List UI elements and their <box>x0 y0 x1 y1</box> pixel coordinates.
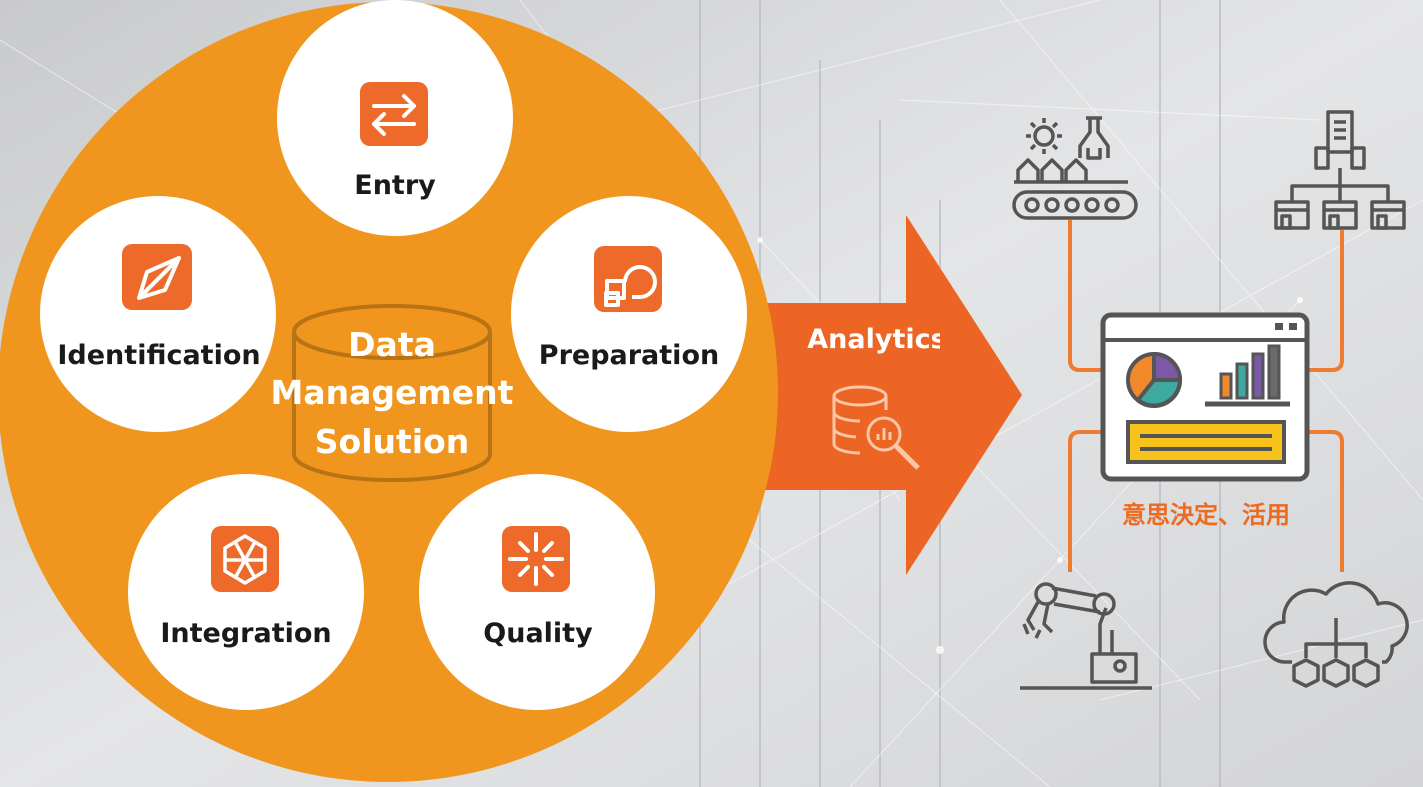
pie-chart-icon <box>1126 351 1183 408</box>
svg-text:意思決定、活用: 意思決定、活用 <box>1122 501 1290 529</box>
petal-quality: Quality <box>419 474 655 710</box>
svg-text:Analytics: Analytics <box>807 324 940 355</box>
analytics-arrow <box>740 215 1022 575</box>
shapes-icon <box>594 246 662 312</box>
svg-text:Data: Data <box>348 325 436 364</box>
petal-integration-label: Integration <box>160 618 331 649</box>
petal-entry: Entry <box>277 0 513 236</box>
petal-preparation-label: Preparation <box>539 340 719 371</box>
petal-preparation: Preparation <box>511 196 747 432</box>
dashboard-caption: 意思決定、活用 <box>1122 501 1290 529</box>
database-search-icon <box>832 385 920 470</box>
analytics-label: Analytics <box>807 324 940 355</box>
connector-lines <box>1068 220 1344 572</box>
petal-entry-label: Entry <box>354 170 436 201</box>
sparkle-icon <box>502 526 570 592</box>
dashboard-icon <box>1100 312 1310 482</box>
cloud-network-icon <box>1263 581 1409 688</box>
svg-text:Solution: Solution <box>315 422 470 461</box>
database-cylinder-icon <box>292 304 492 482</box>
hexagon-network-icon <box>211 526 279 592</box>
petal-identification: Identification <box>40 196 276 432</box>
robot-arm-icon <box>1020 582 1152 690</box>
petal-integration: Integration <box>128 474 364 710</box>
corporate-stores-icon <box>1274 110 1406 230</box>
petal-identification-label: Identification <box>57 340 260 371</box>
factory-conveyor-icon <box>1012 116 1138 220</box>
center-title: Data Management Solution <box>271 325 514 461</box>
svg-text:Management: Management <box>271 373 514 412</box>
petal-quality-label: Quality <box>483 618 593 649</box>
bar-chart-icon <box>1205 344 1290 407</box>
compass-icon <box>122 244 192 310</box>
exchange-arrows-icon <box>360 82 428 146</box>
